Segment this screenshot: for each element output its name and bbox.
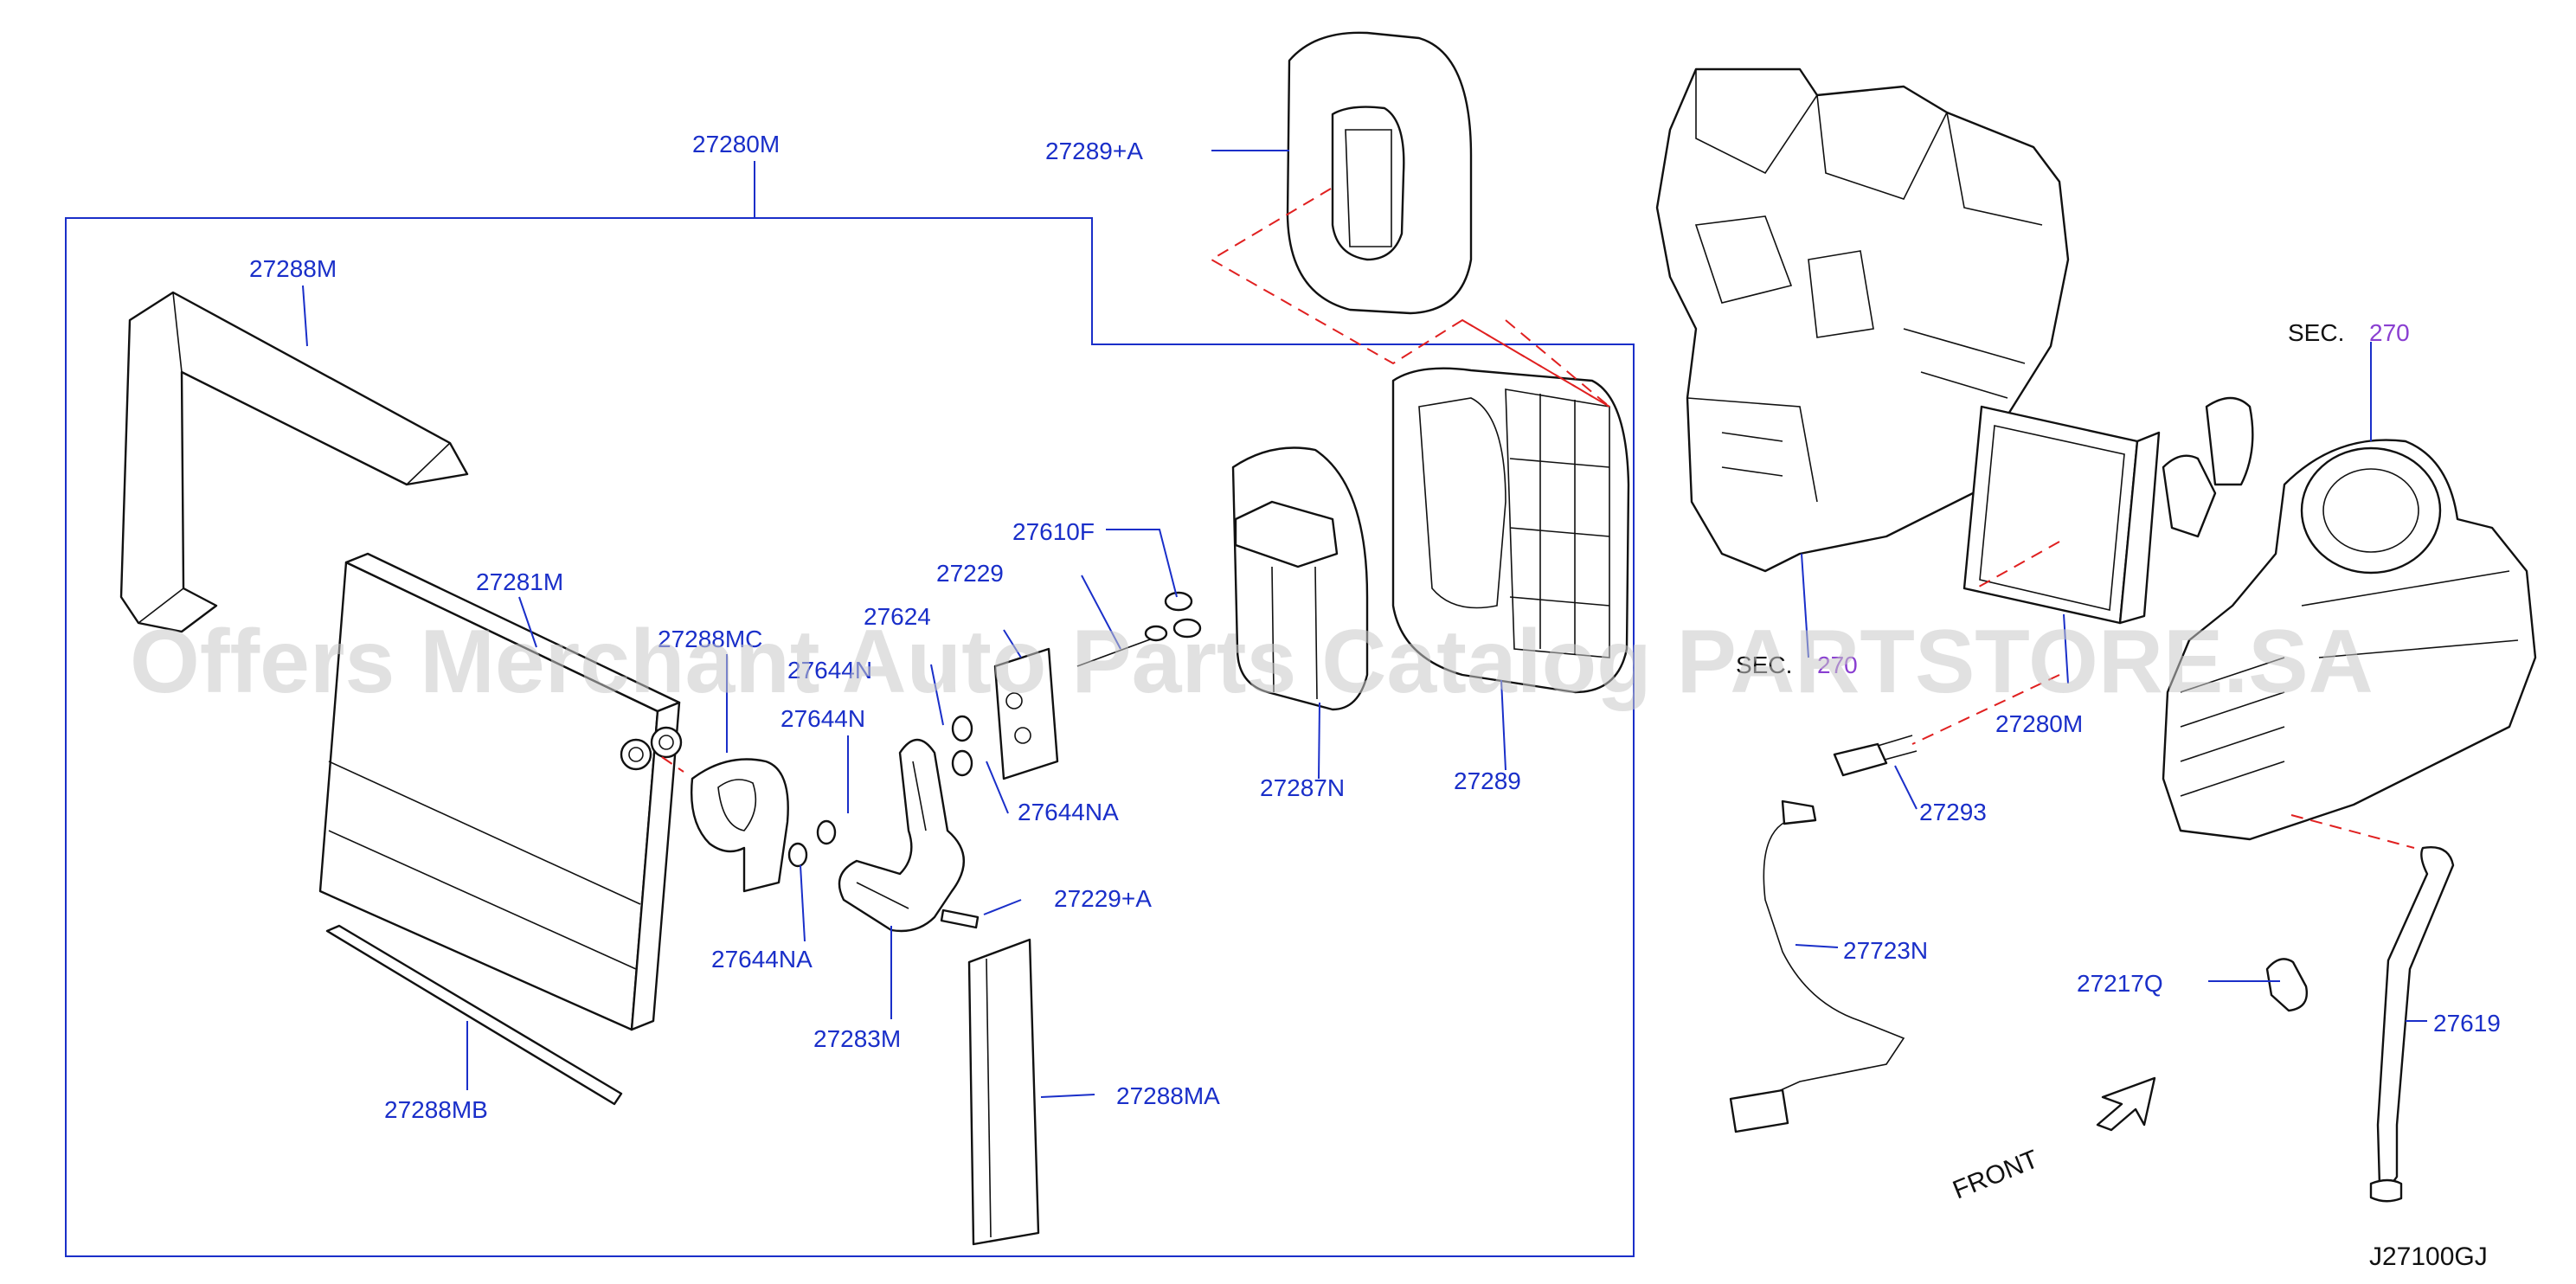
part-27619-drain-hose (2369, 846, 2455, 1203)
label-27644na-a[interactable]: 27644NA (1018, 799, 1119, 825)
part-27723n-harness (1729, 799, 1905, 1133)
label-27229[interactable]: 27229 (936, 560, 1004, 587)
part-27293-sensor (1833, 735, 1918, 777)
part-hvac-housing-upper (1655, 67, 2070, 573)
part-27283m-pipe (838, 738, 980, 933)
label-27644n-a[interactable]: 27644N (787, 657, 872, 684)
part-27644n-expansion-valve (993, 647, 1059, 780)
front-label: FRONT (1949, 1145, 2042, 1204)
label-27288ma[interactable]: 27288MA (1116, 1082, 1220, 1109)
sec-number[interactable]: 270 (1817, 652, 1858, 678)
part-27288mb-strip (325, 924, 623, 1106)
label-27283m[interactable]: 27283M (813, 1025, 901, 1052)
part-27288mc-clamp (691, 758, 789, 893)
label-27288m[interactable]: 27288M (249, 255, 337, 282)
label-27229a[interactable]: 27229+A (1054, 885, 1152, 912)
sec-prefix: SEC. (2288, 319, 2344, 346)
part-blower-unit (2162, 439, 2537, 841)
sec-number[interactable]: 270 (2369, 319, 2410, 346)
label-27293[interactable]: 27293 (1919, 799, 1987, 825)
part-27217q-clip (2265, 958, 2308, 1012)
assembly-frame-27280m (65, 161, 1635, 1257)
front-arrow-icon (2096, 1076, 2156, 1132)
label-27624[interactable]: 27624 (864, 603, 931, 630)
label-27289a[interactable]: 27289+A (1045, 138, 1143, 164)
front-direction-indicator: FRONT (1949, 1076, 2156, 1204)
label-27619[interactable]: 27619 (2433, 1010, 2501, 1037)
label-27289[interactable]: 27289 (1454, 767, 1521, 794)
label-27280m-top[interactable]: 27280M (692, 131, 780, 157)
label-27723n[interactable]: 27723N (1843, 937, 1928, 964)
label-27280m-right[interactable]: 27280M (1995, 710, 2083, 737)
drawing-id: J27100GJ (2369, 1242, 2488, 1271)
part-27289a-filter (1286, 31, 1473, 315)
part-27288m-seal (119, 291, 469, 633)
part-27289-filter-frame (1391, 367, 1630, 694)
part-o-rings (787, 715, 973, 868)
label-27610f[interactable]: 27610F (1012, 518, 1095, 545)
part-labels: 27280M 27288M 27281M 27288MC 27644N 2764… (249, 131, 2501, 1123)
label-27287n[interactable]: 27287N (1260, 774, 1345, 801)
part-27288ma-strip (967, 938, 1040, 1246)
watermark-text: Offers Merchant Auto Parts Catalog PARTS… (130, 612, 2374, 712)
label-27288mb[interactable]: 27288MB (384, 1096, 488, 1123)
part-27281m-evaporator (318, 552, 683, 1031)
leader-lines (302, 150, 2427, 1098)
label-27644na-b[interactable]: 27644NA (711, 946, 813, 973)
part-27287n-duct (1231, 446, 1369, 711)
label-27217q[interactable]: 27217Q (2077, 970, 2163, 997)
section-ref-1[interactable]: SEC. 270 (2288, 319, 2410, 346)
assembly-dashed-lines (661, 188, 2415, 849)
section-ref-2[interactable]: SEC. 270 (1736, 652, 1858, 678)
part-27280m-evaporator-right (1963, 396, 2254, 625)
label-27644n-b[interactable]: 27644N (781, 705, 865, 732)
part-27610f-bolt (1076, 591, 1202, 667)
sec-prefix: SEC. (1736, 652, 1792, 678)
label-27281m[interactable]: 27281M (476, 568, 563, 595)
label-27288mc[interactable]: 27288MC (658, 626, 762, 652)
